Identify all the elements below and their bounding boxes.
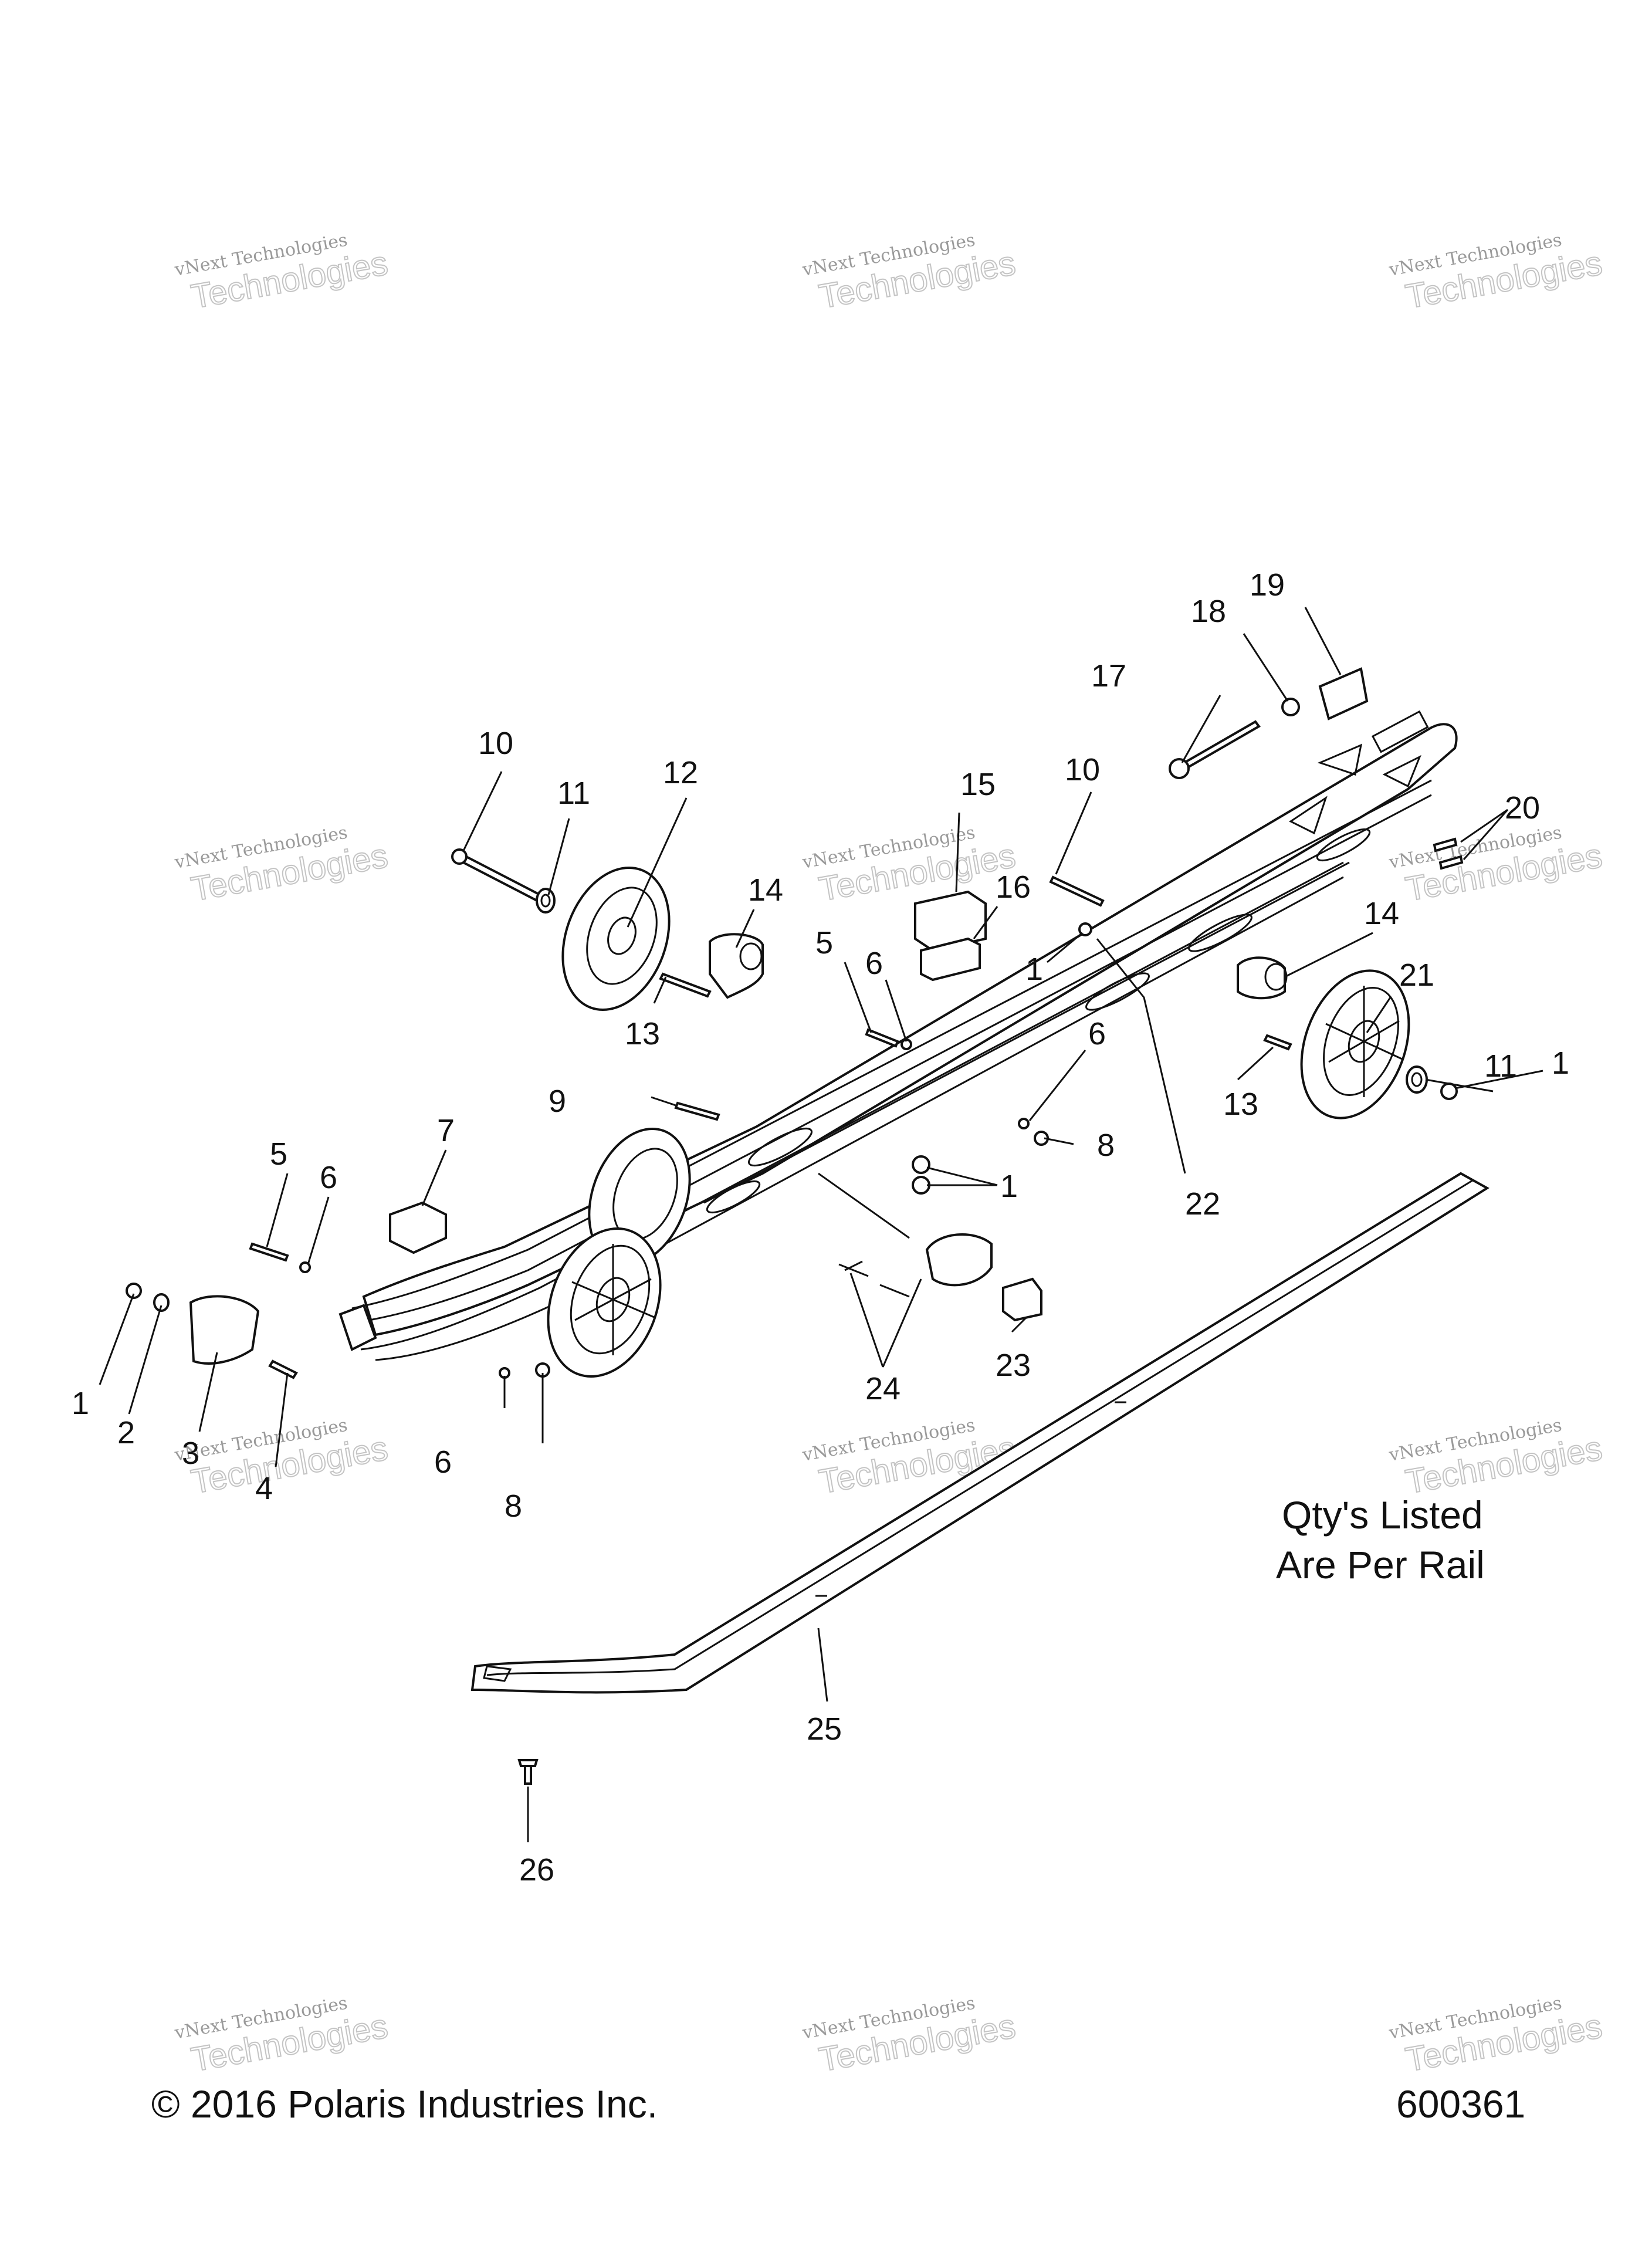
callout-20: 20 — [1505, 790, 1540, 826]
small-parts — [126, 667, 1464, 1785]
copyright-text: © 2016 Polaris Industries Inc. — [151, 2082, 658, 2126]
watermark: vNext Technologies Technologies — [1387, 823, 1605, 909]
rail-assembly — [338, 710, 1458, 1361]
callout-6: 6 — [320, 1160, 337, 1195]
callout-12: 12 — [663, 755, 698, 790]
wheel-21 — [1300, 969, 1410, 1119]
callout-labels: 1 2 3 4 5 6 7 6 8 9 10 11 12 13 14 5 6 1… — [72, 567, 1569, 1887]
watermark: vNext Technologies Technologies — [800, 230, 1018, 317]
callout-13: 13 — [625, 1016, 660, 1051]
callout-4: 4 — [255, 1471, 273, 1506]
note-line-2: Are Per Rail — [1276, 1543, 1485, 1586]
callout-11: 11 — [557, 776, 590, 811]
leader-lines — [99, 607, 1543, 1842]
slide-rail — [470, 1172, 1489, 1694]
qty-note: Qty's Listed Are Per Rail — [1276, 1493, 1485, 1586]
callout-23: 23 — [996, 1348, 1031, 1383]
watermark: vNext Technologies Technologies — [800, 1993, 1018, 2080]
callout-19: 19 — [1250, 567, 1285, 603]
callout-25: 25 — [807, 1711, 842, 1747]
callout-14: 14 — [1364, 896, 1399, 931]
callout-1: 1 — [1000, 1169, 1018, 1204]
callout-7: 7 — [437, 1113, 455, 1148]
callout-5: 5 — [270, 1136, 287, 1172]
watermark: vNext Technologies Technologies — [172, 1993, 391, 2080]
callout-26: 26 — [519, 1852, 554, 1887]
watermark: vNext Technologies Technologies — [172, 230, 391, 317]
callout-18: 18 — [1191, 594, 1226, 629]
callout-10: 10 — [1065, 752, 1100, 787]
figure-id: 600361 — [1396, 2082, 1526, 2126]
callout-8: 8 — [1097, 1128, 1115, 1163]
callout-11: 11 — [1484, 1048, 1517, 1084]
callout-6: 6 — [1088, 1016, 1106, 1051]
callout-1: 1 — [72, 1386, 89, 1421]
callout-16: 16 — [996, 870, 1031, 905]
callout-14: 14 — [748, 872, 783, 908]
callout-10: 10 — [478, 726, 513, 761]
callout-3: 3 — [182, 1436, 199, 1471]
callout-6: 6 — [865, 946, 883, 981]
callout-2: 2 — [117, 1415, 135, 1450]
watermark: vNext Technologies Technologies — [172, 823, 391, 909]
callout-8: 8 — [505, 1489, 522, 1524]
wheel-front — [547, 1227, 662, 1378]
callout-21: 21 — [1399, 958, 1434, 993]
callout-13: 13 — [1223, 1087, 1258, 1122]
watermark-group: vNext Technologies Technologies vNext Te… — [172, 230, 1605, 2080]
callout-24: 24 — [865, 1371, 901, 1406]
watermark: vNext Technologies Technologies — [1387, 1993, 1605, 2080]
watermark: vNext Technologies Technologies — [1387, 230, 1605, 317]
callout-1: 1 — [1552, 1046, 1569, 1081]
callout-15: 15 — [960, 767, 996, 802]
callout-22: 22 — [1185, 1186, 1220, 1222]
callout-6: 6 — [434, 1445, 452, 1480]
callout-9: 9 — [549, 1084, 566, 1119]
note-line-1: Qty's Listed — [1282, 1493, 1483, 1537]
watermark: vNext Technologies Technologies — [800, 823, 1018, 909]
watermark: vNext Technologies Technologies — [1387, 1415, 1605, 1502]
rail-slots — [706, 710, 1429, 1214]
callout-5: 5 — [815, 925, 833, 960]
callout-17: 17 — [1091, 658, 1126, 694]
idler-wheel-12 — [561, 866, 671, 1012]
callout-1: 1 — [1025, 952, 1043, 987]
